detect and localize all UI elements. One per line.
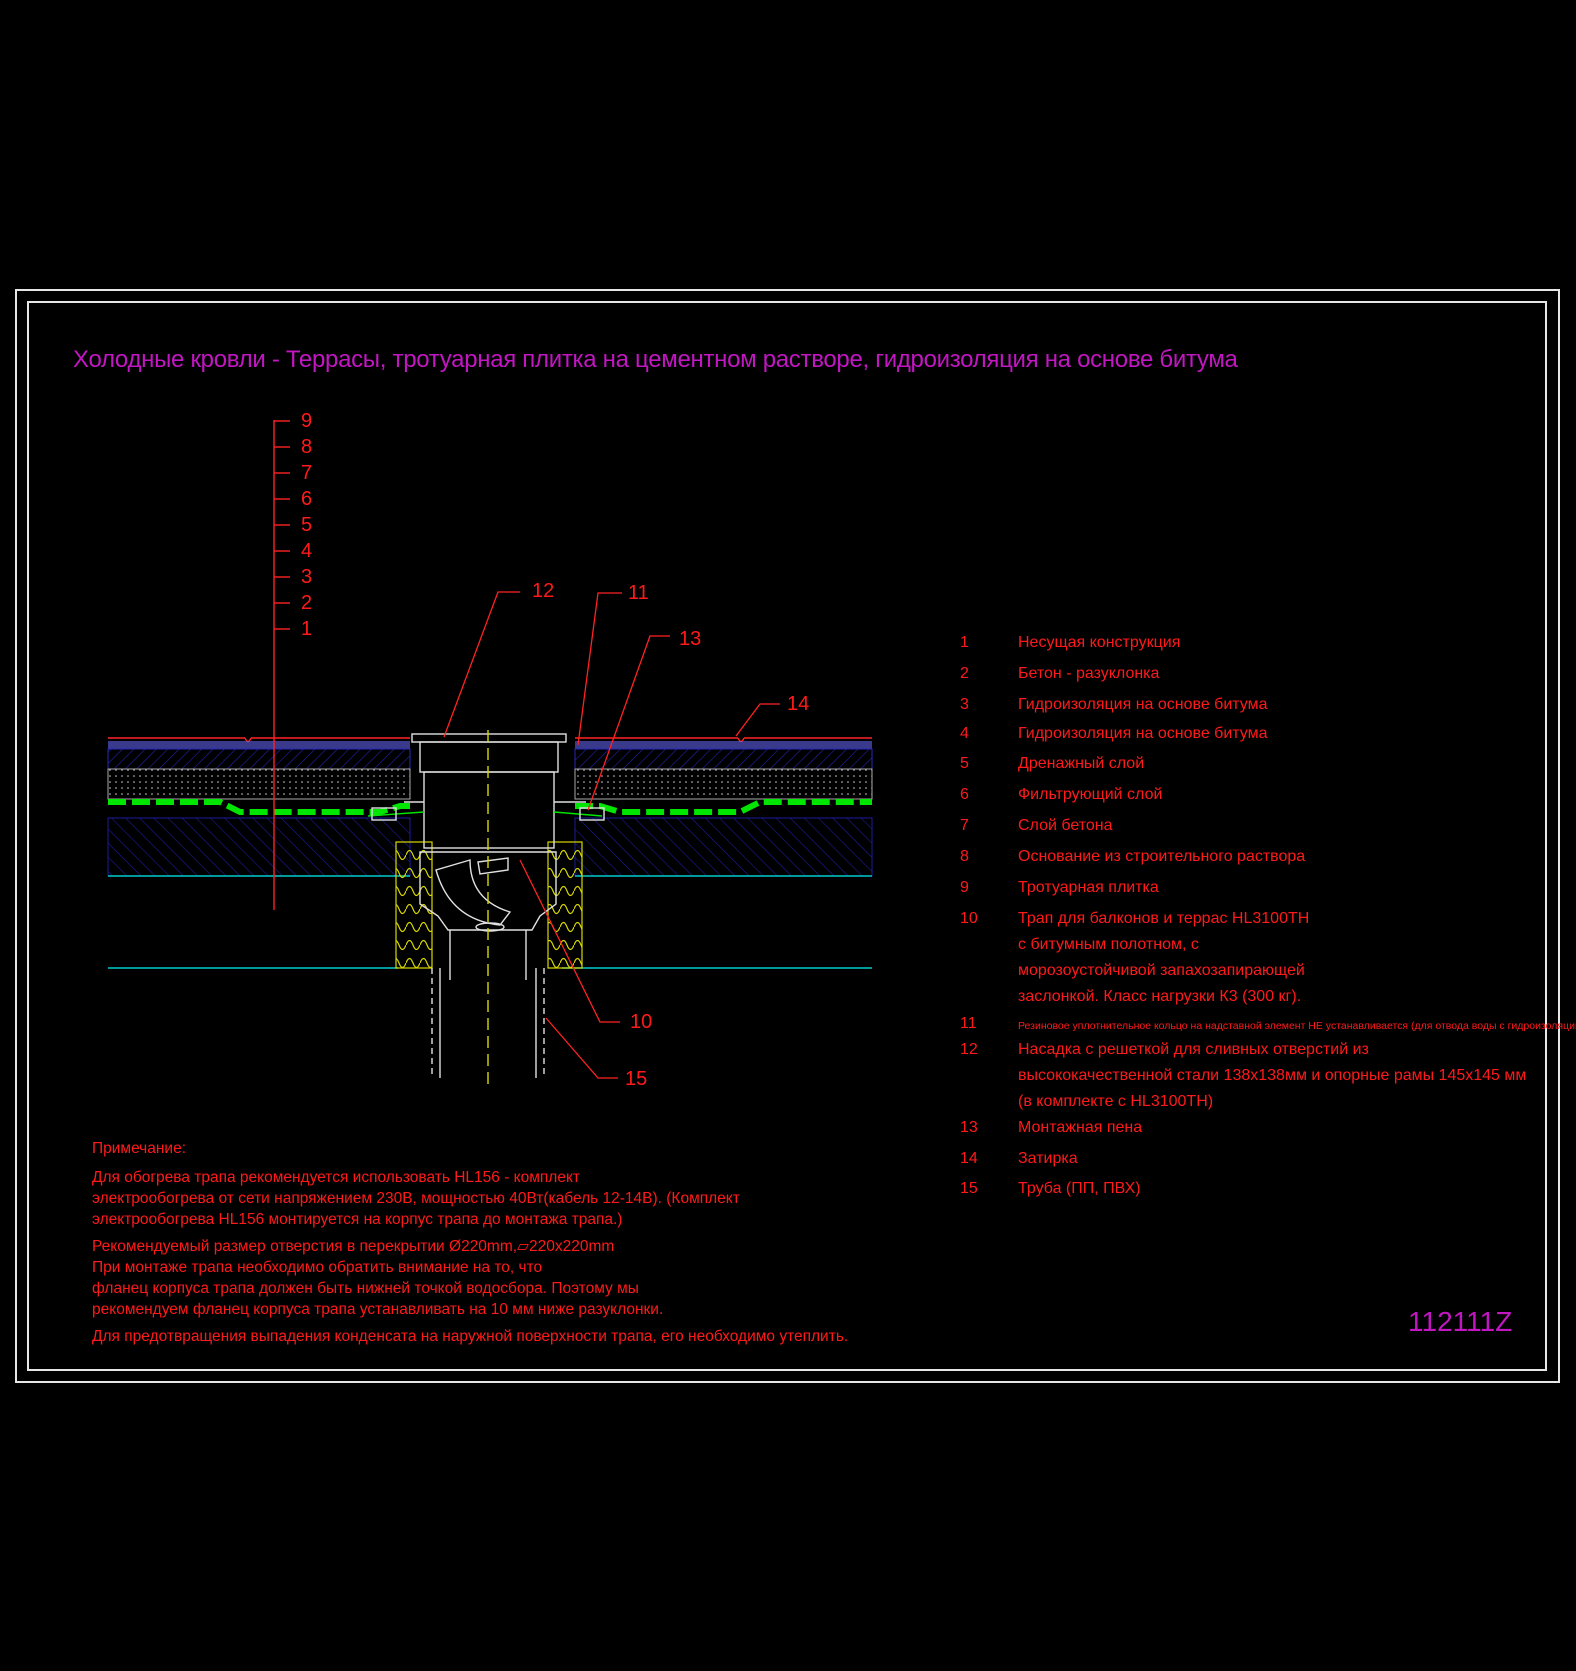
layer-tick-1: 1 (301, 618, 313, 640)
layer-tick-6: 6 (301, 488, 313, 510)
layer-tick-3: 3 (301, 566, 313, 588)
drawing-title: Холодные кровли - Террасы, тротуарная пл… (73, 346, 1238, 373)
layer-stack-left (107, 737, 411, 969)
note-line: Для предотвращения выпадения конденсата … (92, 1328, 849, 1345)
note-line: фланец корпуса трапа должен быть нижней … (92, 1280, 639, 1297)
layer-tick-8: 8 (301, 436, 313, 458)
layer-tick-9: 9 (301, 410, 313, 432)
layer-stack-right (562, 737, 873, 969)
callout-12: 12 (532, 580, 555, 602)
note-line: рекомендуем фланец корпуса трапа устанав… (92, 1301, 664, 1318)
drain-insulation (395, 841, 583, 969)
note-line: Рекомендуемый размер отверстия в перекры… (92, 1238, 615, 1255)
layer-tick-rule (273, 420, 290, 910)
note-line: Для обогрева трапа рекомендуется использ… (92, 1169, 581, 1186)
note-line: При монтаже трапа необходимо обратить вн… (92, 1259, 543, 1276)
note-line: электрообогрева от сети напряжением 230В… (92, 1190, 740, 1207)
callout-10: 10 (630, 1011, 653, 1033)
drawing-frame-inner (27, 301, 1547, 1371)
drawing-frame-outer (15, 289, 1560, 1383)
notes-block: Примечание: Для обогрева трапа рекоменду… (92, 1138, 848, 1347)
callout-11: 11 (628, 582, 649, 604)
note-line: электрообогрева HL156 монтируется на кор… (92, 1211, 623, 1228)
notes-heading: Примечание: (92, 1140, 187, 1157)
drawing-code: 112111Z (1408, 1306, 1513, 1337)
leader-lines (443, 591, 780, 1079)
callout-14: 14 (787, 693, 810, 715)
drain-body (367, 733, 605, 1078)
layer-tick-7: 7 (301, 462, 313, 484)
callout-15: 15 (625, 1068, 648, 1090)
layer-tick-4: 4 (301, 540, 313, 562)
layer-tick-5: 5 (301, 514, 313, 536)
callout-13: 13 (679, 628, 702, 650)
layer-tick-2: 2 (301, 592, 313, 614)
